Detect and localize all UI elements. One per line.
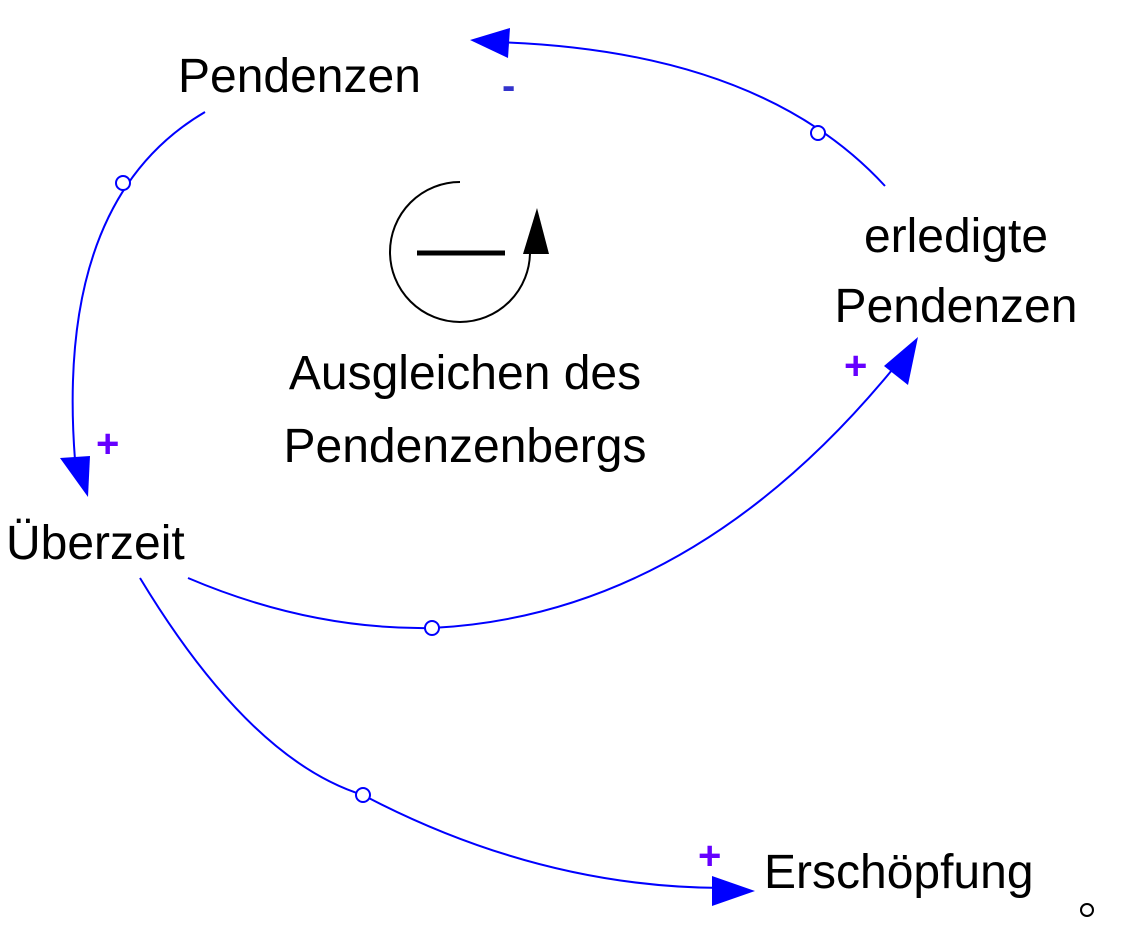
link-erledigte-to-pendenzen[interactable] [470,28,886,187]
link-pendenzen-to-ueberzeit[interactable] [60,111,206,497]
node-pendenzen[interactable]: Pendenzen [178,50,421,103]
node-ueberzeit[interactable]: Überzeit [6,517,185,570]
link-ueberzeit-to-erledigte[interactable] [187,337,918,636]
loop-label-line1: Ausgleichen des [288,347,642,400]
polarity-minus-pendenzen: - [502,64,516,108]
loop-label-line2: Pendenzenbergs [283,420,647,473]
node-erledigte-line2[interactable]: Pendenzen [834,280,1078,333]
polarity-plus-erschoepfung: + [698,834,722,878]
link-ueberzeit-to-erschoepfung[interactable] [139,577,755,906]
node-handle-icon [1080,903,1094,917]
polarity-plus-ueberzeit: + [96,422,120,466]
balancing-loop-icon [389,181,549,323]
node-erschoepfung[interactable]: Erschöpfung [764,846,1034,899]
node-erledigte-line1[interactable]: erledigte [863,210,1049,263]
polarity-plus-erledigte: + [844,344,868,388]
